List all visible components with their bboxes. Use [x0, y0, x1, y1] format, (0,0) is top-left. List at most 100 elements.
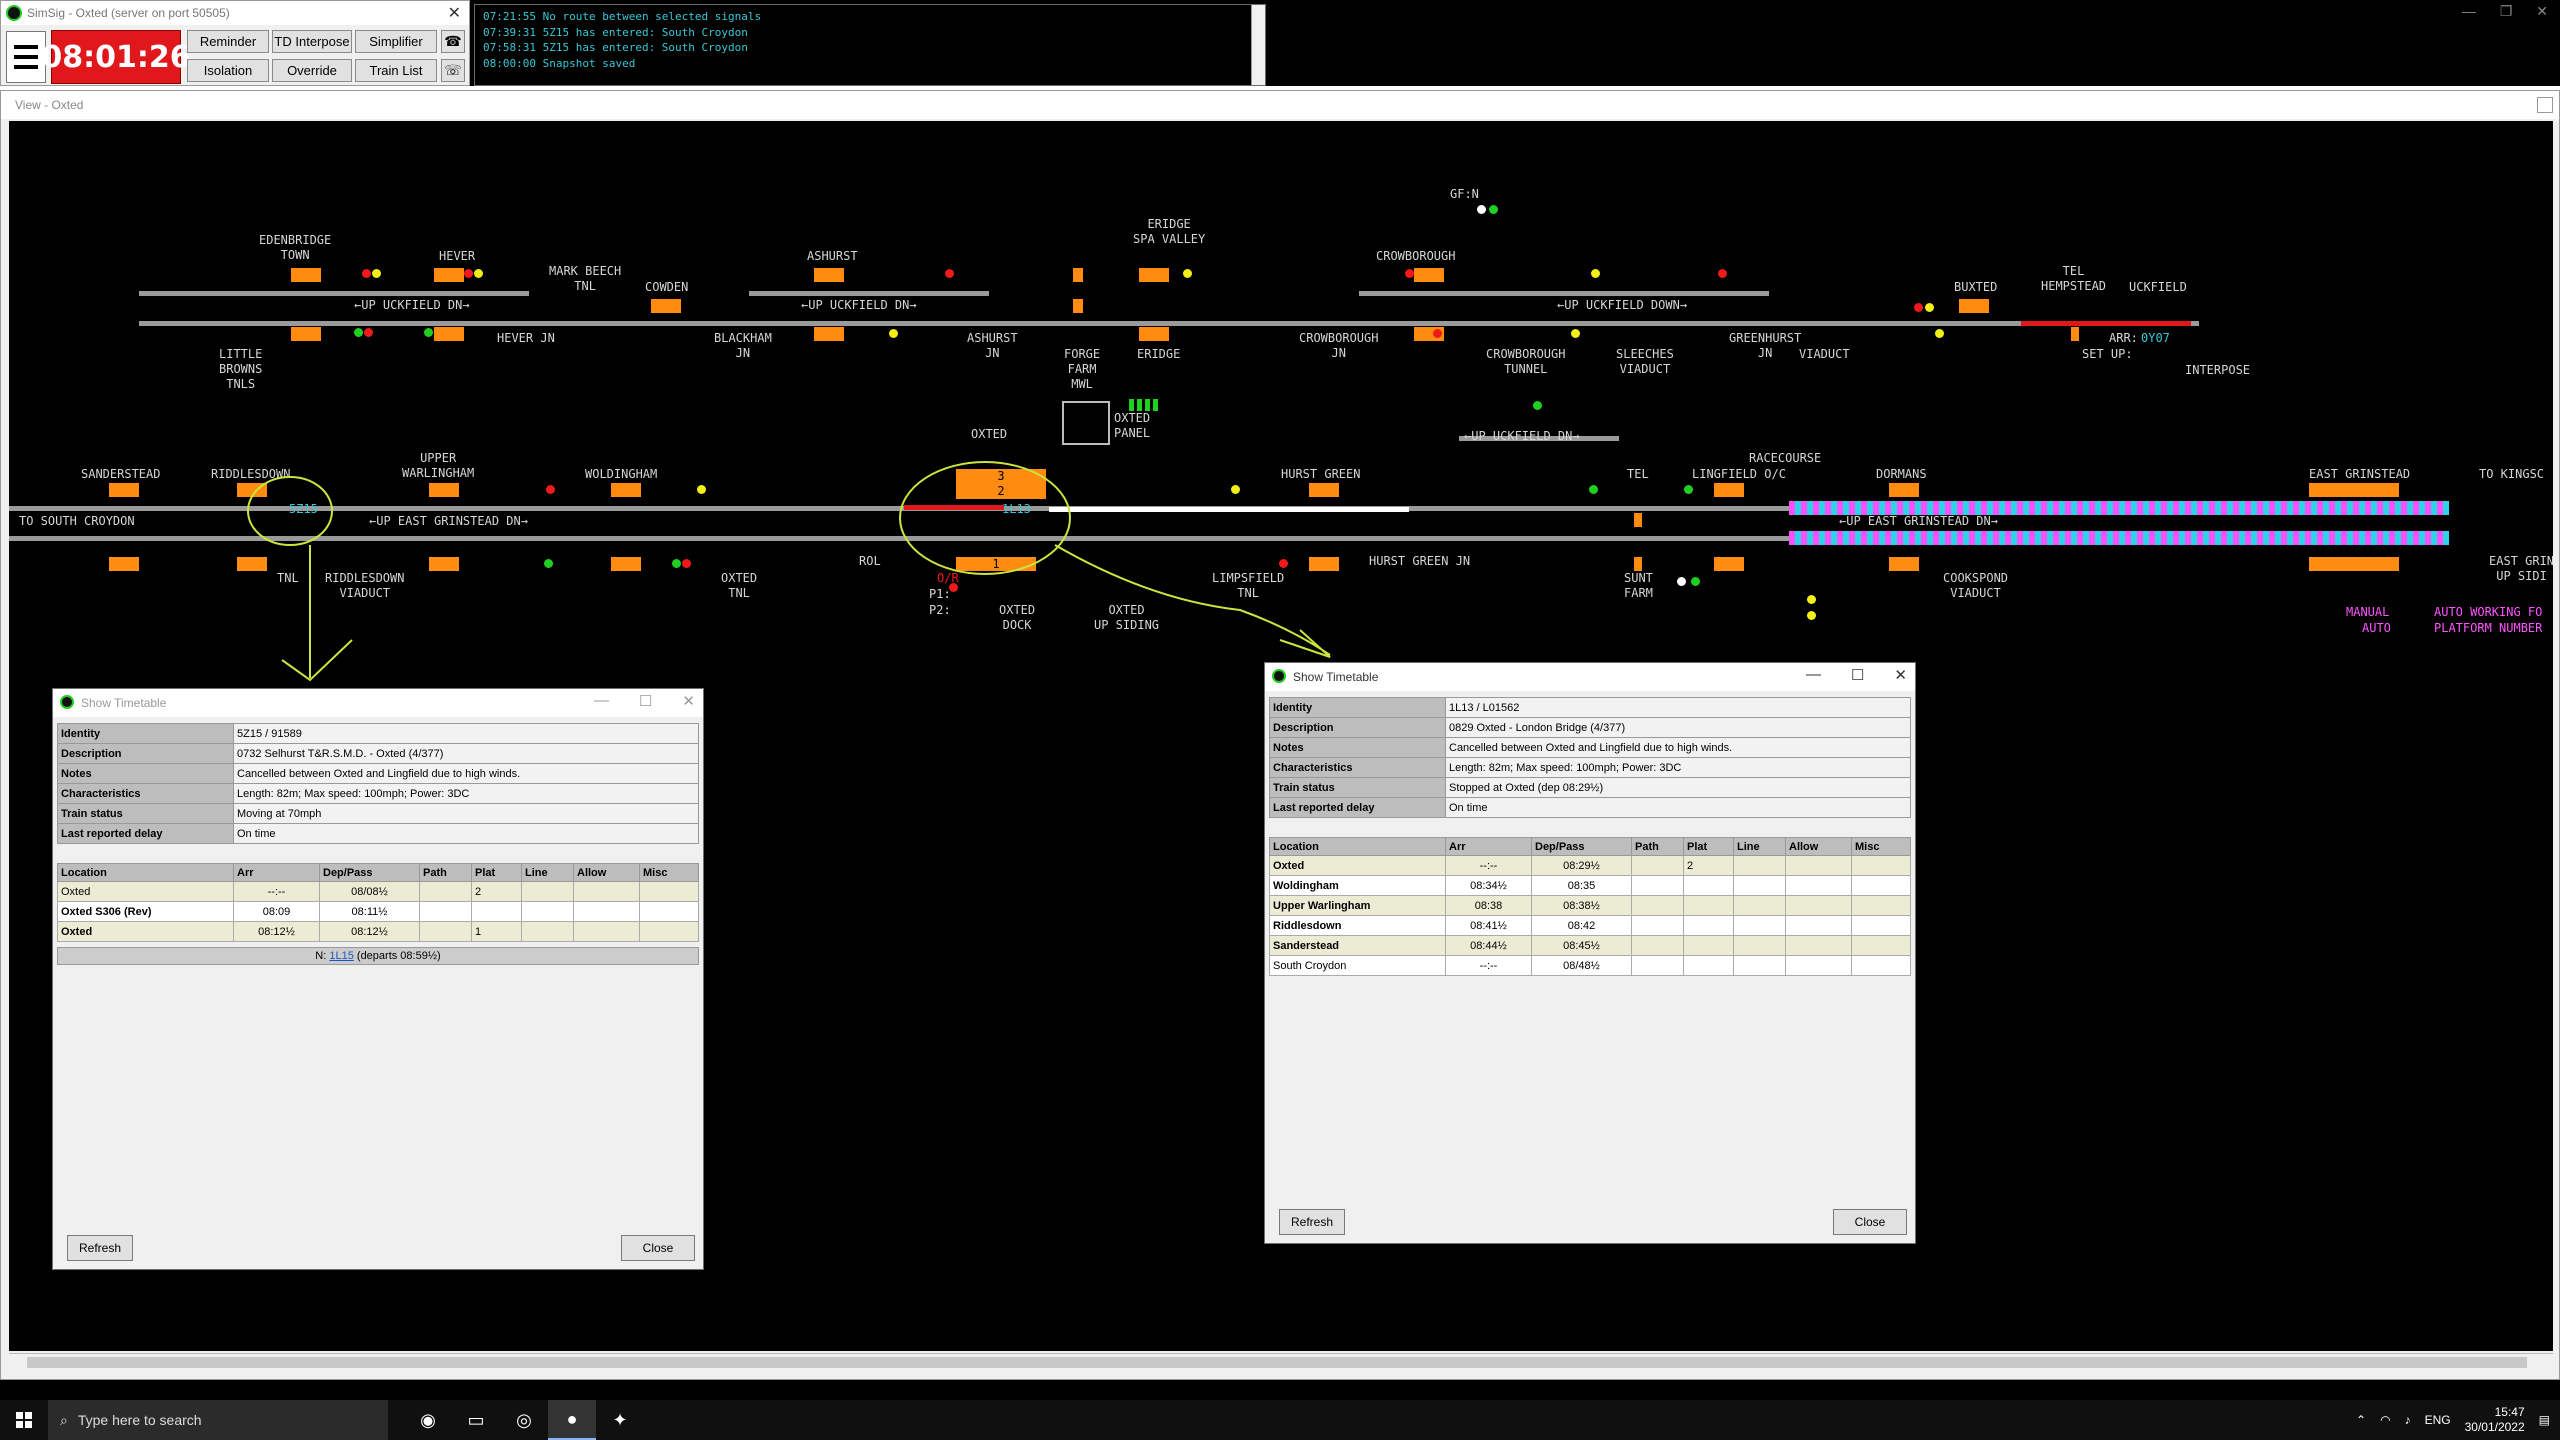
message-log[interactable]: 07:21:55 No route between selected signa… — [474, 4, 1266, 86]
signal[interactable] — [1807, 595, 1816, 604]
oxted-platform-1[interactable]: 1 — [956, 557, 1036, 571]
route-set-uckfield[interactable] — [2021, 321, 2191, 326]
signal[interactable] — [889, 329, 898, 338]
close-button[interactable]: Close — [1833, 1209, 1907, 1235]
signal[interactable] — [1433, 329, 1442, 338]
maximize-icon[interactable] — [2537, 97, 2553, 113]
uckfield-line-up-2[interactable] — [749, 291, 989, 296]
chevron-up-icon[interactable]: ⌃ — [2356, 1413, 2367, 1427]
refresh-button[interactable]: Refresh — [67, 1235, 133, 1261]
media-icon[interactable]: ◎ — [516, 1409, 532, 1430]
close-icon[interactable]: ✕ — [2536, 2, 2549, 19]
signal[interactable] — [945, 269, 954, 278]
maximize-icon[interactable]: ☐ — [638, 693, 653, 710]
signal[interactable] — [1691, 577, 1700, 586]
table-row[interactable]: South Croydon--:--08/48½ — [1269, 955, 1911, 976]
phone-book-icon[interactable]: ☏ — [441, 59, 465, 82]
close-icon[interactable]: ✕ — [1894, 667, 1907, 684]
message-scrollbar[interactable] — [1251, 5, 1265, 85]
unavailable-section-up[interactable] — [1789, 501, 2449, 515]
restore-icon[interactable]: ❐ — [2499, 2, 2513, 19]
signal[interactable] — [354, 328, 363, 337]
train-berth-5z15[interactable]: 5Z15 — [289, 502, 318, 516]
signal[interactable] — [1677, 577, 1686, 586]
signal[interactable] — [1231, 485, 1240, 494]
signal[interactable] — [464, 269, 473, 278]
signal[interactable] — [1477, 205, 1486, 214]
loader-icon[interactable]: ✦ — [612, 1409, 628, 1430]
simsig-taskbar-icon[interactable]: ● — [548, 1400, 596, 1440]
train-berth-1l13[interactable]: 1L13 — [1002, 502, 1031, 516]
signal[interactable] — [424, 328, 433, 337]
signal[interactable] — [1279, 559, 1288, 568]
panel-horizontal-scrollbar[interactable] — [9, 1353, 2553, 1371]
signal[interactable] — [546, 485, 555, 494]
signal[interactable] — [362, 269, 371, 278]
refresh-button[interactable]: Refresh — [1279, 1209, 1345, 1235]
signal[interactable] — [1489, 205, 1498, 214]
maximize-icon[interactable]: ☐ — [1850, 667, 1865, 684]
scrollbar-thumb[interactable] — [27, 1357, 2527, 1368]
signal[interactable] — [1533, 401, 1542, 410]
signal[interactable] — [1589, 485, 1598, 494]
phone-icon[interactable]: ☎ — [441, 30, 465, 53]
uckfield-line-up-1[interactable] — [139, 291, 529, 296]
unavailable-section-down[interactable] — [1789, 531, 2449, 545]
train-list-button[interactable]: Train List — [355, 59, 437, 82]
uckfield-line-up-3[interactable] — [1359, 291, 1769, 296]
simplifier-button[interactable]: Simplifier — [355, 30, 437, 53]
close-button[interactable]: Close — [621, 1235, 695, 1261]
signal[interactable] — [1183, 269, 1192, 278]
td-interpose-button[interactable]: TD Interpose — [272, 30, 352, 53]
signal[interactable] — [682, 559, 691, 568]
main-menu-button[interactable] — [6, 31, 46, 83]
signal[interactable] — [949, 583, 958, 592]
signal[interactable] — [1684, 485, 1693, 494]
oxted-platform-3[interactable]: 3 — [956, 469, 1046, 483]
minimize-icon[interactable]: — — [2461, 3, 2476, 19]
signal[interactable] — [1405, 269, 1414, 278]
interpose-label[interactable]: INTERPOSE — [2185, 363, 2251, 377]
chrome-icon[interactable]: ◉ — [420, 1409, 436, 1430]
sim-clock[interactable]: 08:01:26 — [41, 30, 191, 84]
notification-icon[interactable]: ▤ — [2538, 1413, 2550, 1427]
language-indicator[interactable]: ENG — [2424, 1413, 2451, 1427]
minimize-icon[interactable]: — — [593, 692, 609, 709]
reminder-button[interactable]: Reminder — [187, 30, 269, 53]
signal[interactable] — [1925, 303, 1934, 312]
signal[interactable] — [1807, 611, 1816, 620]
file-explorer-icon[interactable]: ▭ — [467, 1409, 485, 1430]
signal[interactable] — [697, 485, 706, 494]
signal[interactable] — [372, 269, 381, 278]
volume-icon[interactable]: ♪ — [2404, 1413, 2411, 1427]
signal[interactable] — [1935, 329, 1944, 338]
east-grinstead-up-2[interactable] — [1099, 506, 1799, 511]
signal[interactable] — [1914, 303, 1923, 312]
signal[interactable] — [544, 559, 553, 568]
east-grinstead-up[interactable] — [9, 506, 1099, 511]
start-button[interactable] — [0, 1400, 48, 1440]
uckfield-branch[interactable] — [1459, 436, 1619, 441]
close-icon[interactable]: ✕ — [447, 5, 461, 22]
signal[interactable] — [364, 328, 373, 337]
route-set-red[interactable] — [904, 505, 1004, 510]
panel-icon[interactable] — [1062, 401, 1110, 445]
east-grinstead-down[interactable] — [9, 536, 1789, 541]
signal[interactable] — [1718, 269, 1727, 278]
oxted-platform-2[interactable]: 2 — [956, 483, 1046, 499]
isolation-button[interactable]: Isolation — [187, 59, 269, 82]
search-box[interactable]: ⌕Type here to search — [48, 1400, 388, 1440]
signal[interactable] — [1571, 329, 1580, 338]
route-set-white[interactable] — [1049, 507, 1409, 512]
minimize-icon[interactable]: — — [1805, 666, 1821, 683]
signal[interactable] — [474, 269, 483, 278]
